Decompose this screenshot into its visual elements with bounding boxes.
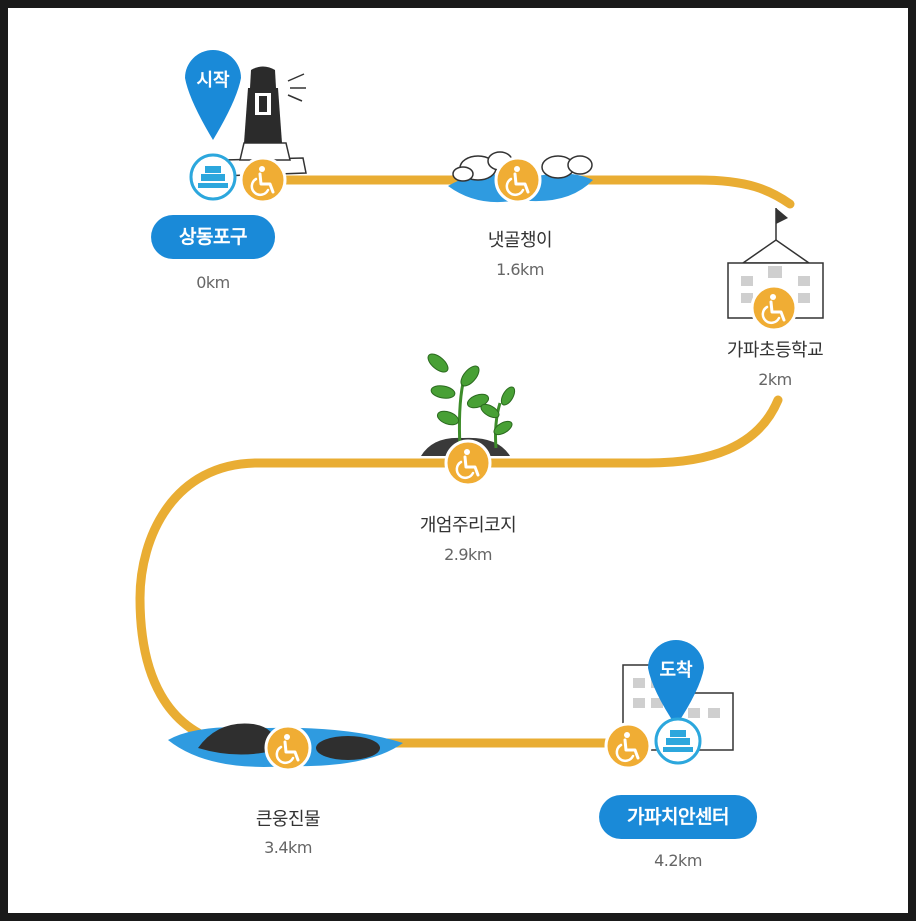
wheelchair-icon <box>494 156 542 204</box>
bus-stop-icon <box>654 717 702 765</box>
wheelchair-icon <box>239 156 287 204</box>
end-pin <box>648 640 704 726</box>
stop-name[interactable]: 냇골챙이 <box>487 230 553 251</box>
wheelchair-icon <box>750 284 798 332</box>
end-pin-label: 도착 <box>659 660 693 681</box>
course-map-canvas <box>135 50 824 772</box>
stop-name[interactable]: 큰웅진물 <box>255 809 321 830</box>
stop-distance: 4.2km <box>654 851 702 870</box>
start-pin-label: 시작 <box>196 70 230 91</box>
wheelchair-icon <box>264 724 312 772</box>
bus-stop-icon <box>189 153 237 201</box>
stop-name-end[interactable]: 가파치안센터 <box>599 795 757 839</box>
stop-distance: 0km <box>196 273 230 292</box>
stop-distance: 2.9km <box>444 545 492 564</box>
route-path <box>135 175 795 748</box>
start-pin <box>185 50 241 140</box>
course-map: 시작 도착 상동포구 0km 냇골챙이 1.6km 가파초등학교 2km 개엄주… <box>8 8 908 913</box>
stop-distance: 3.4km <box>264 838 312 857</box>
stop-name[interactable]: 가파초등학교 <box>726 340 824 361</box>
stop-distance: 1.6km <box>496 260 544 279</box>
wheelchair-icon <box>604 722 652 770</box>
stop-name-start[interactable]: 상동포구 <box>151 215 275 259</box>
stop-name[interactable]: 개엄주리코지 <box>419 515 517 536</box>
stop-distance: 2km <box>758 370 792 389</box>
wheelchair-icon <box>444 439 492 487</box>
